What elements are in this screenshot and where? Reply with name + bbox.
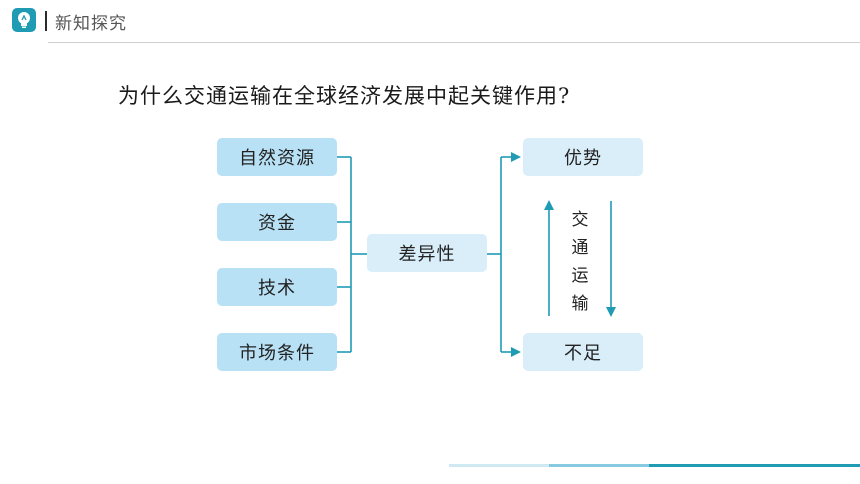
factor-natural-resources: 自然资源 [217, 138, 337, 176]
transport-vertical-label: 交 通 运 输 [568, 206, 592, 318]
vertical-char: 运 [571, 266, 589, 286]
vertical-char: 交 [571, 210, 589, 230]
header-bar: 新知探究 [0, 0, 860, 42]
vertical-char: 通 [571, 238, 589, 258]
factor-market-conditions: 市场条件 [217, 333, 337, 371]
footer-bar-dark [649, 464, 860, 467]
factor-technology: 技术 [217, 268, 337, 306]
outcome-shortage-box: 不足 [523, 333, 643, 371]
center-difference-box: 差异性 [367, 234, 487, 272]
footer-bar-mid [549, 464, 649, 467]
title-separator [45, 11, 47, 31]
lightbulb-icon [12, 8, 36, 32]
question-text: 为什么交通运输在全球经济发展中起关键作用? [118, 84, 571, 108]
section-title: 新知探究 [55, 14, 127, 34]
header-divider [48, 42, 860, 43]
vertical-char: 输 [571, 294, 589, 314]
footer-bar-light [449, 464, 549, 467]
factor-capital: 资金 [217, 203, 337, 241]
outcome-advantage-box: 优势 [523, 138, 643, 176]
